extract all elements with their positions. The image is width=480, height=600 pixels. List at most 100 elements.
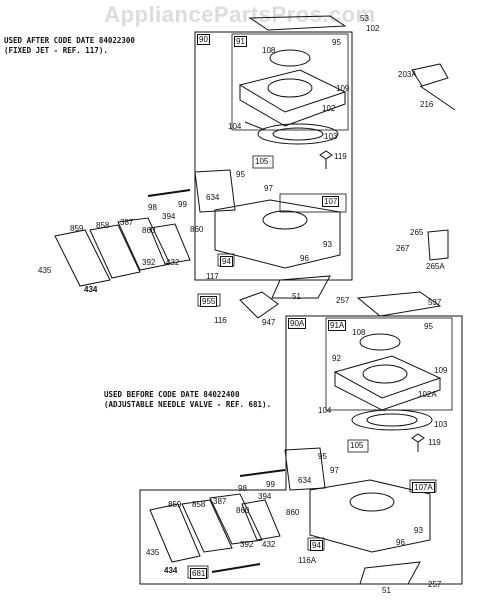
label-51: 51: [292, 292, 301, 301]
label-53: 53: [360, 14, 369, 23]
label-394-b: 394: [258, 492, 272, 501]
throttle-shaft-b-shape: [284, 447, 326, 491]
label-51-b: 51: [382, 586, 391, 595]
label-105-b: 105: [350, 441, 364, 450]
label-93: 93: [323, 240, 332, 249]
box-105: [252, 155, 274, 169]
link-203A-shape: [411, 63, 456, 111]
label-435-b: 435: [146, 548, 160, 557]
carb-body-shape: [214, 199, 341, 269]
carb-body-b-shape: [309, 479, 431, 553]
bracket-265A-shape: [427, 229, 449, 261]
label-96: 96: [300, 254, 309, 263]
screw-119b-shape: [411, 433, 425, 452]
spring-394b-shape: [241, 499, 281, 541]
ring-103b-inner-shape: [366, 413, 418, 427]
plate-858b-shape: [181, 499, 233, 553]
label-634: 634: [206, 193, 220, 202]
gasket-51-shape: [271, 275, 331, 299]
label-99: 99: [178, 200, 187, 209]
box-107: [279, 193, 347, 213]
note-after-line2: (FIXED JET - REF. 117).: [4, 46, 108, 55]
watermark: AppliancePartsPros.com: [104, 2, 376, 27]
label-95-a: 95: [332, 38, 341, 47]
screw-119-shape: [319, 150, 333, 169]
label-860-b: 860: [190, 225, 204, 234]
label-95-d: 95: [318, 452, 327, 461]
gasket-537-shape: [356, 291, 442, 317]
note-before-line1: USED BEFORE CODE DATE 84022400: [104, 390, 240, 399]
label-95-c: 95: [424, 322, 433, 331]
label-394: 394: [162, 212, 176, 221]
diaphragm-387b-shape: [209, 493, 263, 545]
carb-bore-b-shape: [349, 492, 395, 512]
label-116: 116: [214, 316, 227, 325]
label-98-b: 98: [238, 484, 247, 493]
label-434-b: 434: [164, 566, 178, 575]
label-90A: 90A: [288, 318, 307, 329]
bowl-opening-shape: [267, 78, 313, 98]
label-432: 432: [166, 258, 180, 267]
label-858-b: 858: [192, 500, 206, 509]
box-105b: [347, 439, 369, 453]
throttle-shaft-shape: [194, 169, 236, 213]
gasket-859-shape: [54, 229, 111, 287]
label-97-b: 97: [330, 466, 339, 475]
gasket-51b-shape: [359, 561, 421, 585]
label-858: 858: [96, 221, 110, 230]
frame-90A: [139, 315, 463, 585]
label-387-b: 387: [213, 497, 227, 506]
label-105: 105: [255, 157, 269, 166]
note-used-before: USED BEFORE CODE DATE 84022400 (ADJUSTAB…: [104, 390, 271, 410]
label-860-a: 860: [142, 226, 156, 235]
diaphragm-387-shape: [117, 217, 171, 271]
label-859-b: 859: [168, 500, 182, 509]
note-before-line2: (ADJUSTABLE NEEDLE VALVE - REF. 681).: [104, 400, 272, 409]
label-109-b: 109: [434, 366, 448, 375]
label-98: 98: [148, 203, 157, 212]
spring-394-shape: [149, 223, 191, 265]
label-103: 103: [324, 132, 338, 141]
gasket-859b-shape: [149, 503, 201, 563]
carb-bore-shape: [262, 210, 308, 230]
label-108-b: 108: [352, 328, 366, 337]
label-90: 90: [197, 34, 210, 45]
label-860-c: 860: [236, 506, 250, 515]
label-634-b: 634: [298, 476, 312, 485]
label-94-b: 94: [310, 540, 323, 551]
label-955: 955: [200, 296, 218, 307]
label-947: 947: [262, 318, 276, 327]
label-109: 109: [336, 84, 350, 93]
bowl-102-shape: [238, 69, 347, 127]
screw-98b-shape: [239, 469, 286, 477]
label-257-b: 257: [428, 580, 442, 589]
gasket-53-shape: [248, 15, 347, 31]
screw-98-shape: [147, 189, 191, 197]
label-265A: 265A: [426, 262, 445, 271]
label-392: 392: [142, 258, 156, 267]
label-392-b: 392: [240, 540, 254, 549]
float-108b-shape: [359, 333, 401, 351]
label-107A: 107A: [412, 482, 435, 493]
note-used-after: USED AFTER CODE DATE 84022300 (FIXED JET…: [4, 36, 135, 56]
label-97: 97: [264, 184, 273, 193]
label-432-b: 432: [262, 540, 276, 549]
label-104-b: 104: [318, 406, 332, 415]
label-91A: 91A: [328, 320, 347, 331]
label-257: 257: [336, 296, 350, 305]
label-681: 681: [190, 568, 208, 579]
label-93-b: 93: [414, 526, 423, 535]
ring-103b-shape: [351, 409, 433, 431]
label-435: 435: [38, 266, 52, 275]
label-91: 91: [234, 36, 247, 47]
label-108: 108: [262, 46, 276, 55]
label-102: 102: [322, 104, 336, 113]
label-102-top: 102: [366, 24, 380, 33]
label-203A: 203A: [398, 70, 417, 79]
label-92: 92: [332, 354, 341, 363]
plate-858-shape: [89, 224, 141, 279]
needle-681-shape: [211, 563, 261, 573]
label-99-b: 99: [266, 480, 275, 489]
